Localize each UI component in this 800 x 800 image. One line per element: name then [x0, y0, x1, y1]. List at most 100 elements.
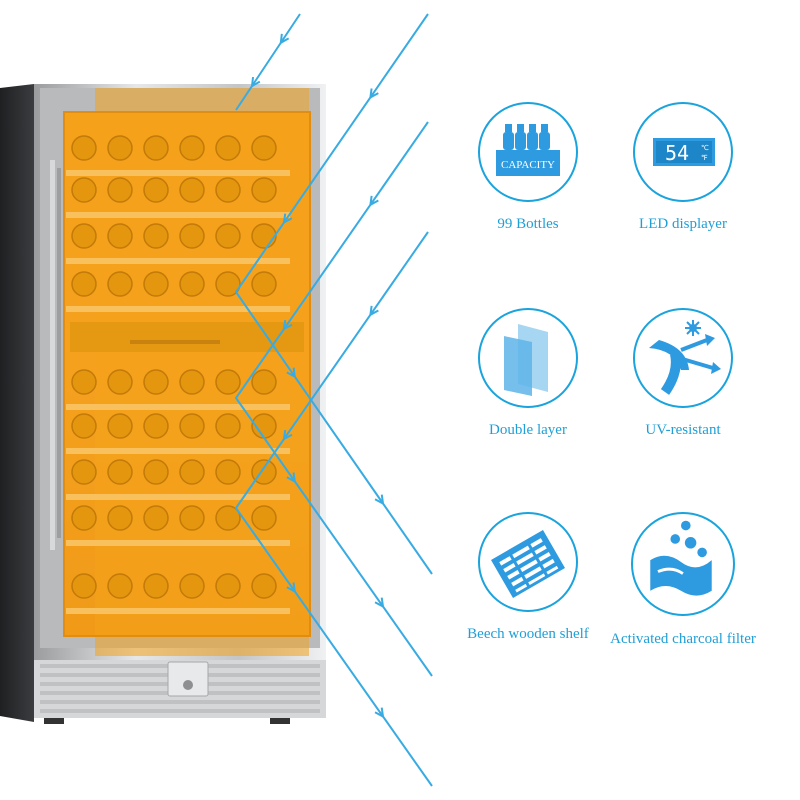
uv-ray-arrowhead [282, 429, 293, 441]
bottle [251, 177, 277, 203]
wine-bottles-capacity-icon: CAPACITY [478, 102, 578, 202]
bottle [179, 369, 205, 395]
uv-ray [234, 13, 433, 575]
bottle [143, 177, 169, 203]
lock-icon [183, 680, 193, 690]
uv-ray-arrowhead [286, 367, 297, 379]
shelf [66, 573, 290, 614]
bottle [215, 271, 241, 297]
bottle [71, 369, 97, 395]
led-value: 54 [665, 141, 689, 165]
bottle [143, 413, 169, 439]
uv-ray-arrowhead [286, 472, 297, 484]
uv-ray [234, 231, 433, 787]
bottle [251, 223, 277, 249]
bottle [143, 459, 169, 485]
shelf [66, 135, 290, 176]
bottle [107, 459, 133, 485]
bottle [107, 369, 133, 395]
bottle [107, 177, 133, 203]
bottle [251, 135, 277, 161]
uv-ray-arrowhead [282, 213, 293, 225]
uv-ray-arrowhead [279, 33, 290, 45]
bottle [251, 573, 277, 599]
uv-ray [235, 13, 301, 111]
shelf [66, 271, 290, 312]
double-glass-layer-icon [478, 308, 578, 408]
wooden-shelf-icon [478, 512, 578, 612]
uv-ray-arrowhead [369, 88, 379, 100]
uv-resistant-icon [633, 308, 733, 408]
bottle [143, 271, 169, 297]
feature-label: Double layer [489, 422, 567, 438]
bottle [179, 223, 205, 249]
bottle [107, 505, 133, 531]
bottle [215, 573, 241, 599]
bottle [179, 505, 205, 531]
shelf-front [66, 540, 290, 546]
lock-plate [167, 661, 209, 697]
uv-ray-arrowhead [250, 76, 261, 88]
bottle [71, 177, 97, 203]
bottle [143, 223, 169, 249]
bottle [215, 177, 241, 203]
uv-ray-arrowhead [374, 597, 385, 609]
bottle [251, 505, 277, 531]
cabinet-side [0, 84, 34, 722]
door-handle [50, 160, 61, 550]
bottle [107, 413, 133, 439]
vent-slat [40, 709, 320, 713]
shelf [66, 413, 290, 454]
feature-double-layer: Double layer [443, 308, 613, 440]
uv-ray-arrowhead [282, 319, 293, 331]
bottle [215, 505, 241, 531]
bottle [179, 413, 205, 439]
bottle [143, 369, 169, 395]
bottle [251, 271, 277, 297]
bottle [143, 135, 169, 161]
feature-activated-charcoal-filter: Activated charcoal filter [598, 512, 768, 649]
uv-ray-arrowhead [374, 494, 385, 506]
shelf-front [66, 212, 290, 218]
feature-label: 99 Bottles [497, 216, 559, 232]
feature-beech-wooden-shelf: Beech wooden shelf [443, 512, 613, 644]
feature-label: LED displayer [639, 216, 727, 232]
vent-slat [40, 700, 320, 704]
bottle [215, 459, 241, 485]
shelf-front [66, 494, 290, 500]
shelf-front [66, 448, 290, 454]
control-panel [70, 322, 304, 352]
led-display-icon: 54 ℃ ℉ [633, 102, 733, 202]
feature-99-bottles: CAPACITY 99 Bottles [443, 102, 613, 234]
shelves-group [66, 135, 290, 614]
bottle [251, 369, 277, 395]
bottle [107, 271, 133, 297]
shelf [66, 505, 290, 546]
svg-text:℉: ℉ [701, 154, 708, 162]
uv-rays-group [234, 13, 433, 787]
bottle [179, 459, 205, 485]
uv-ray-arrowhead [369, 195, 379, 207]
charcoal-filter-icon [631, 512, 735, 616]
bottle [143, 505, 169, 531]
bottle [107, 223, 133, 249]
shelf-front [66, 170, 290, 176]
bottle [71, 573, 97, 599]
shelf [66, 369, 290, 410]
shelf [66, 177, 290, 218]
bottle [71, 135, 97, 161]
feature-led-displayer: 54 ℃ ℉ LED displayer [598, 102, 768, 234]
bottle [143, 573, 169, 599]
bottle [215, 369, 241, 395]
bottle [107, 573, 133, 599]
bottle [71, 459, 97, 485]
shelf-front [66, 404, 290, 410]
shelf [66, 223, 290, 264]
bottle [179, 177, 205, 203]
feature-label: UV-resistant [645, 422, 721, 438]
feature-label: Beech wooden shelf [467, 626, 589, 642]
shelf-front [66, 608, 290, 614]
bottle [179, 573, 205, 599]
shelf-front [66, 306, 290, 312]
